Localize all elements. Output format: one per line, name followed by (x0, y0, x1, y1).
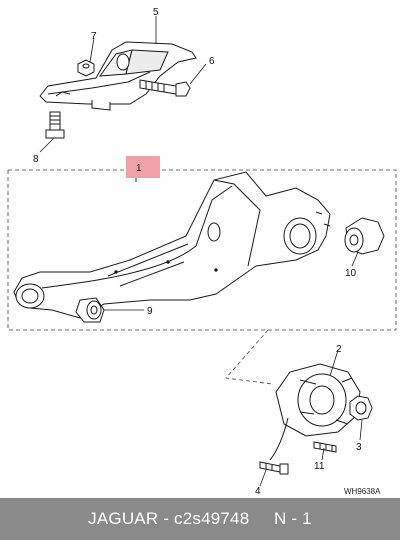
nut-part-7 (77, 59, 95, 77)
callout-part-2: 2 (336, 344, 342, 355)
footer-brand: JAGUAR (88, 509, 159, 528)
footer-bar: JAGUAR - c2s49748 N - 1 (0, 498, 400, 540)
footer-page: N - 1 (273, 509, 312, 528)
stud-bolt-part-8 (45, 111, 65, 139)
callout-part-1: 1 (136, 163, 142, 174)
bushing-part-9 (75, 297, 105, 323)
wheel-hub-part-2 (269, 363, 361, 461)
callout-part-9: 9 (147, 306, 153, 317)
callout-part-8: 8 (33, 154, 39, 165)
hub-nut-part-3 (349, 395, 373, 421)
bolt-part-6 (139, 79, 191, 97)
callout-part-5: 5 (153, 7, 159, 18)
leader-lines (39, 16, 363, 487)
exploded-parts-diagram: 1 2 3 4 5 6 7 8 9 10 11 WH9638A (7, 7, 397, 497)
drawing-code: WH9638A (344, 487, 381, 496)
footer-separator: - (158, 509, 175, 528)
trailing-arm-part-1 (13, 171, 331, 319)
callout-part-4: 4 (255, 486, 261, 497)
callout-part-6: 6 (209, 56, 215, 67)
callout-part-11: 11 (314, 461, 325, 472)
callout-part-10: 10 (345, 268, 357, 279)
callout-highlight (126, 156, 160, 178)
bushing-part-10 (344, 217, 385, 255)
bolt-part-4 (259, 461, 289, 475)
footer-part-code: c2s49748 (174, 509, 250, 528)
callout-part-7: 7 (91, 31, 97, 42)
assembly-boundary-part-1 (7, 169, 397, 331)
mounting-bracket-part-5 (39, 41, 197, 111)
hub-leader-line (225, 329, 273, 385)
stud-part-11 (313, 441, 337, 453)
callout-part-3: 3 (356, 442, 362, 453)
footer-spacer (249, 509, 274, 529)
